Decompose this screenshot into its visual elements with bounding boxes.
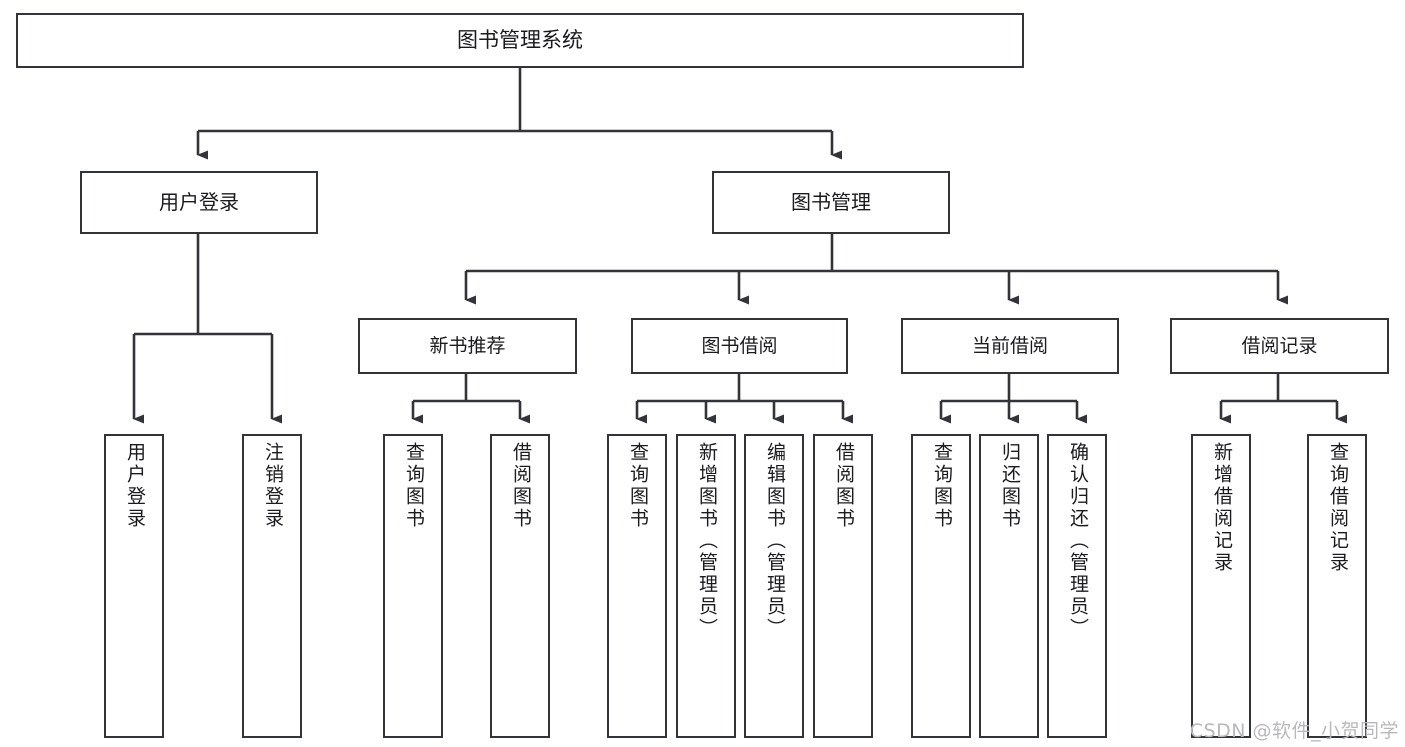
leaf-label: 查询图书 [930, 442, 953, 530]
node-new-book-recommend[interactable]: 新书推荐 [358, 318, 577, 374]
leaf-query-book-recommend[interactable]: 查询图书 [383, 434, 443, 738]
node-label: 新书推荐 [429, 334, 506, 357]
node-label: 用户登录 [159, 189, 239, 214]
leaf-borrow-book-borrow[interactable]: 借阅图书 [813, 434, 873, 738]
leaf-label: 新增图书（管理员） [695, 442, 718, 640]
node-book-borrow[interactable]: 图书借阅 [631, 318, 848, 374]
leaf-label: 查询图书 [626, 442, 649, 530]
leaf-label: 编辑图书（管理员） [763, 442, 786, 640]
leaf-label: 查询借阅记录 [1326, 442, 1349, 574]
node-label: 当前借阅 [971, 334, 1048, 357]
node-label: 图书管理 [791, 189, 871, 214]
leaf-logout-login[interactable]: 注销登录 [242, 434, 302, 738]
leaf-label: 借阅图书 [832, 442, 855, 530]
leaf-add-book-admin[interactable]: 新增图书（管理员） [676, 434, 736, 738]
leaf-return-book[interactable]: 归还图书 [979, 434, 1039, 738]
leaf-user-login[interactable]: 用户登录 [104, 434, 164, 738]
leaf-label: 借阅图书 [509, 442, 532, 530]
leaf-label: 确认归还（管理员） [1066, 442, 1089, 640]
node-book-management[interactable]: 图书管理 [712, 171, 950, 234]
leaf-label: 归还图书 [998, 442, 1021, 530]
node-label: 图书管理系统 [457, 28, 583, 53]
node-label: 借阅记录 [1241, 334, 1318, 357]
leaf-query-book-borrow[interactable]: 查询图书 [607, 434, 667, 738]
leaf-add-borrow-record[interactable]: 新增借阅记录 [1191, 434, 1251, 738]
node-borrow-record[interactable]: 借阅记录 [1170, 318, 1389, 374]
node-current-borrow[interactable]: 当前借阅 [901, 318, 1119, 374]
node-label: 图书借阅 [701, 334, 778, 357]
leaf-label: 用户登录 [123, 442, 146, 530]
leaf-label: 注销登录 [261, 442, 284, 530]
leaf-edit-book-admin[interactable]: 编辑图书（管理员） [744, 434, 804, 738]
leaf-label: 新增借阅记录 [1210, 442, 1233, 574]
leaf-query-book-current[interactable]: 查询图书 [911, 434, 971, 738]
leaf-confirm-return-admin[interactable]: 确认归还（管理员） [1047, 434, 1107, 738]
leaf-query-borrow-record[interactable]: 查询借阅记录 [1307, 434, 1367, 738]
leaf-label: 查询图书 [402, 442, 425, 530]
node-user-login[interactable]: 用户登录 [80, 171, 318, 234]
node-root-book-management-system[interactable]: 图书管理系统 [16, 13, 1024, 68]
leaf-borrow-book-recommend[interactable]: 借阅图书 [490, 434, 550, 738]
